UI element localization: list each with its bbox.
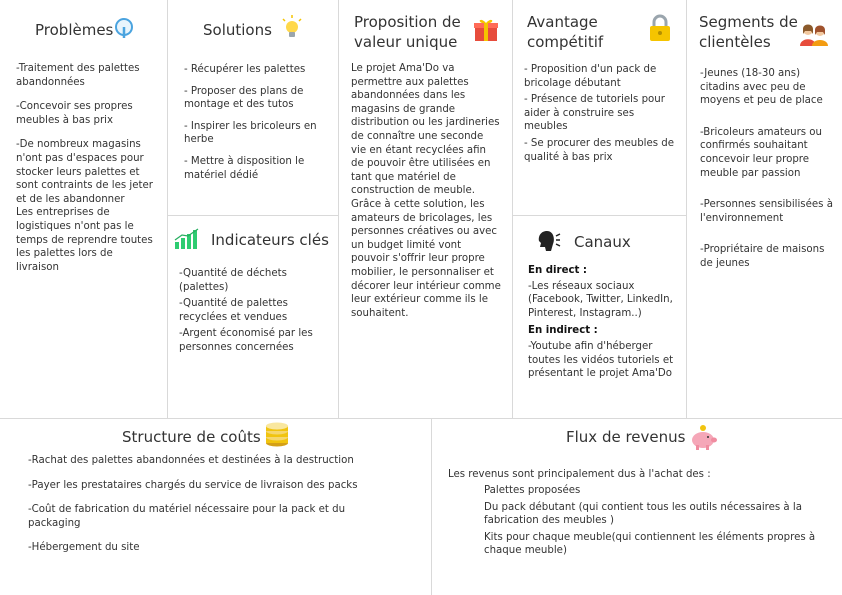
divider	[512, 215, 686, 216]
problem-item: -Traitement des palettes abandonnées	[16, 63, 140, 88]
channels-block: Canaux En direct : -Les réseaux sociaux …	[513, 216, 686, 418]
channels-indirect-text: -Youtube afin d'héberger toutes les vidé…	[528, 340, 674, 380]
advantage-title-line1: Avantage	[527, 13, 598, 31]
segments-title-line1: Segments de	[699, 13, 798, 31]
segments-block: Segments de clientèles -Jeunes (18-30 an…	[687, 0, 842, 418]
revenue-item: Kits pour chaque meuble(qui contiennent …	[484, 531, 816, 557]
solution-item: - Inspirer les bricoleurs en herbe	[184, 120, 317, 146]
segment-item: -Propriétaire de maisons de jeunes	[700, 244, 825, 269]
gift-icon	[474, 19, 498, 41]
indicator-item: -Argent économisé par les personnes conc…	[179, 328, 313, 353]
padlock-icon	[650, 14, 670, 41]
divider	[167, 0, 168, 418]
value-text: Le projet Ama'Do va permettre aux palett…	[351, 63, 501, 319]
solution-item: - Mettre à disposition le matériel dédié	[184, 155, 305, 181]
cost-item: -Rachat des palettes abandonnées et dest…	[28, 455, 354, 466]
costs-title: Structure de coûts	[122, 428, 261, 446]
indicator-item: -Quantité de palettes recyclées et vendu…	[179, 298, 288, 323]
cost-item: -Payer les prestataires chargés du servi…	[28, 479, 358, 491]
divider	[0, 418, 842, 419]
indicators-title: Indicateurs clés	[211, 231, 329, 249]
lightbulb-icon	[282, 15, 302, 37]
segment-item: -Bricoleurs amateurs ou confirmés souhai…	[700, 126, 822, 179]
advantage-item: - Présence de tutoriels pour aider à con…	[524, 94, 665, 133]
problem-item: -De nombreux magasins n'ont pas d'espace…	[16, 139, 153, 273]
value-title-line1: Proposition de	[354, 13, 461, 31]
segment-item: -Jeunes (18-30 ans) citadins avec peu de…	[700, 68, 823, 107]
magnifier-icon	[115, 18, 133, 38]
cost-item: -Hébergement du site	[28, 542, 140, 554]
channels-direct-text: -Les réseaux sociaux (Facebook, Twitter,…	[528, 280, 673, 319]
value-proposition-block: Proposition de valeur unique Le projet A…	[339, 0, 512, 418]
indicators-block: Indicateurs clés -Quantité de déchets (p…	[168, 216, 338, 418]
bar-chart-icon	[174, 228, 199, 249]
segment-item: -Personnes sensibilisées à l'environneme…	[700, 199, 833, 224]
indicator-item: -Quantité de déchets (palettes)	[179, 268, 287, 293]
divider	[512, 0, 513, 418]
divider	[338, 0, 339, 418]
revenue-item: Palettes proposées	[484, 485, 581, 496]
cost-item: -Coût de fabrication du matériel nécessa…	[28, 504, 346, 529]
coins-icon	[266, 422, 288, 447]
people-icon	[800, 24, 828, 46]
advantage-title-line2: compétitif	[527, 33, 604, 51]
advantage-block: Avantage compétitif - Proposition d'un p…	[513, 0, 686, 215]
channels-indirect-label: En indirect :	[528, 325, 598, 337]
speaking-head-icon	[538, 231, 561, 251]
divider	[167, 215, 338, 216]
divider	[431, 418, 432, 595]
problems-title: Problèmes	[35, 21, 114, 39]
value-title-line2: valeur unique	[354, 33, 458, 51]
revenue-intro: Les revenus sont principalement dus à l'…	[448, 469, 711, 480]
divider	[686, 0, 687, 418]
solutions-title: Solutions	[203, 21, 272, 39]
revenue-title: Flux de revenus	[566, 428, 686, 446]
solutions-block: Solutions - Récupérer les palettes - Pro…	[168, 0, 338, 215]
revenue-block: Flux de revenus Les revenus sont princip…	[432, 419, 842, 595]
solution-item: - Proposer des plans de montage et des t…	[184, 85, 304, 111]
solution-item: - Récupérer les palettes	[184, 64, 306, 75]
channels-direct-label: En direct :	[528, 265, 588, 276]
piggy-bank-icon	[692, 425, 717, 450]
costs-block: Structure de coûts -Rachat des palettes …	[0, 419, 431, 595]
advantage-item: - Se procurer des meubles de qualité à b…	[524, 137, 675, 163]
segments-title-line2: clientèles	[699, 33, 771, 51]
problems-block: Problèmes -Traitement des palettes aband…	[0, 0, 167, 418]
problem-item: -Concevoir ses propres meubles à bas pri…	[16, 101, 133, 126]
channels-title: Canaux	[574, 233, 631, 251]
revenue-item: Du pack débutant (qui contient tous les …	[484, 501, 802, 527]
advantage-item: - Proposition d'un pack de bricolage déb…	[524, 64, 657, 89]
